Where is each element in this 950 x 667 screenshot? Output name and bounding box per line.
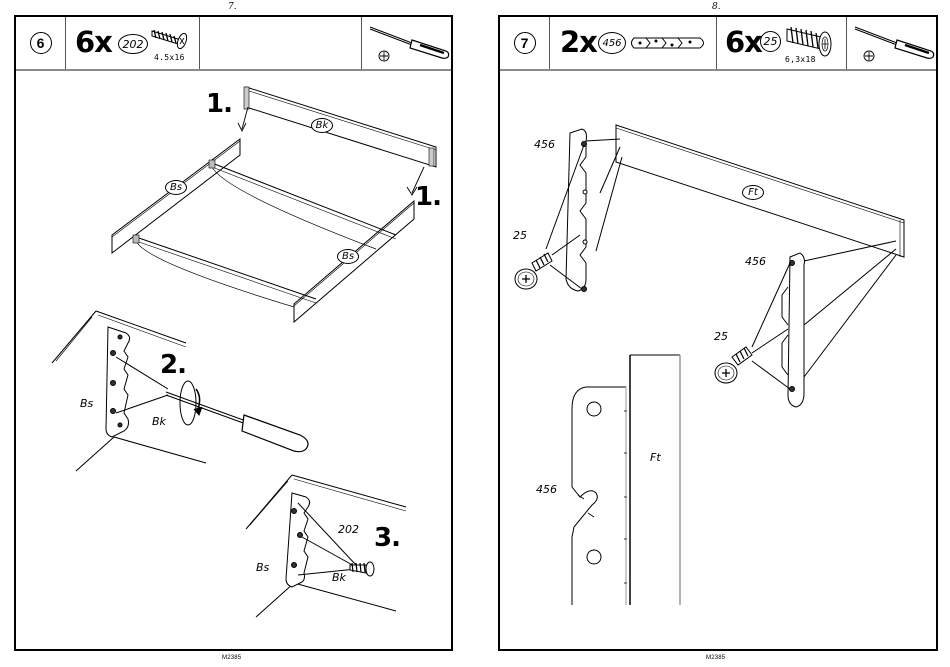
empty-part-cell: [200, 17, 362, 69]
label-back-2: Bk: [152, 415, 166, 428]
part-id-badge: 25: [760, 31, 781, 52]
label-side-2: Bs: [80, 397, 94, 410]
step-header: 6 6x 202 4.5x16: [16, 17, 451, 71]
label-side-3: Bs: [256, 561, 270, 574]
part-quantity: 6x: [75, 25, 113, 59]
label-screw-right: 25: [714, 330, 728, 343]
part-quantity: 2x: [560, 25, 598, 59]
page-number-left: 7.: [228, 2, 237, 12]
part-cell-456: 2x 456: [550, 17, 717, 69]
label-back-panel: Bk: [311, 118, 333, 133]
substep-marker-2: 2.: [160, 350, 187, 380]
step-number-cell: 7: [500, 17, 550, 69]
wood-screw-icon: [151, 29, 188, 50]
detail-3-illustration: [245, 474, 407, 618]
screwdriver-icon: [854, 26, 935, 62]
bracket-left: [565, 128, 587, 292]
part-dimension: 6,3x18: [785, 55, 816, 64]
instruction-page-step-6: 6 6x 202 4.5x16: [14, 15, 453, 651]
step-number: 6: [29, 32, 52, 54]
part-cell-202: 6x 202 4.5x16: [66, 17, 200, 69]
label-back-3: Bk: [332, 571, 346, 584]
label-screw-left: 25: [513, 229, 527, 242]
label-bracket-detail: 456: [536, 483, 557, 496]
step-number: 7: [513, 32, 536, 54]
step-number-cell: 6: [16, 17, 66, 69]
page-number-right: 8.: [712, 2, 721, 12]
instruction-page-step-7: 7 2x 456 6x 25: [498, 15, 938, 651]
side-panel-left: [111, 138, 241, 255]
substep-marker-3: 3.: [374, 523, 401, 553]
label-side-panel-right: Bs: [337, 249, 359, 264]
detail-2-illustration: [51, 310, 309, 472]
part-id-badge: 456: [598, 32, 626, 54]
label-part-202: 202: [338, 523, 359, 536]
part-id-badge: 202: [118, 34, 148, 54]
substep-marker-1a: 1.: [206, 89, 233, 119]
label-panel-ft: Ft: [742, 185, 764, 200]
bracket-detail-illustration: [571, 354, 681, 605]
part-dimension: 4.5x16: [154, 53, 185, 62]
footer-code-right: M2385: [706, 655, 726, 661]
label-bracket-left: 456: [534, 138, 555, 151]
part-cell-25: 6x 25 6,3x18: [717, 17, 847, 69]
substep-marker-1b: 1.: [415, 182, 442, 212]
label-side-panel-left: Bs: [165, 180, 187, 195]
screwdriver-icon: [369, 26, 450, 62]
tool-cell: [847, 17, 936, 69]
tool-cell: [362, 17, 451, 69]
label-bracket-right: 456: [745, 255, 766, 268]
part-quantity: 6x: [725, 25, 763, 59]
bracket-icon: [631, 37, 704, 49]
bracket-right: [787, 252, 805, 408]
screw-icon: [786, 26, 832, 57]
step-header: 7 2x 456 6x 25: [500, 17, 936, 71]
footer-code-left: M2385: [222, 655, 242, 661]
label-panel-detail: Ft: [650, 451, 661, 464]
